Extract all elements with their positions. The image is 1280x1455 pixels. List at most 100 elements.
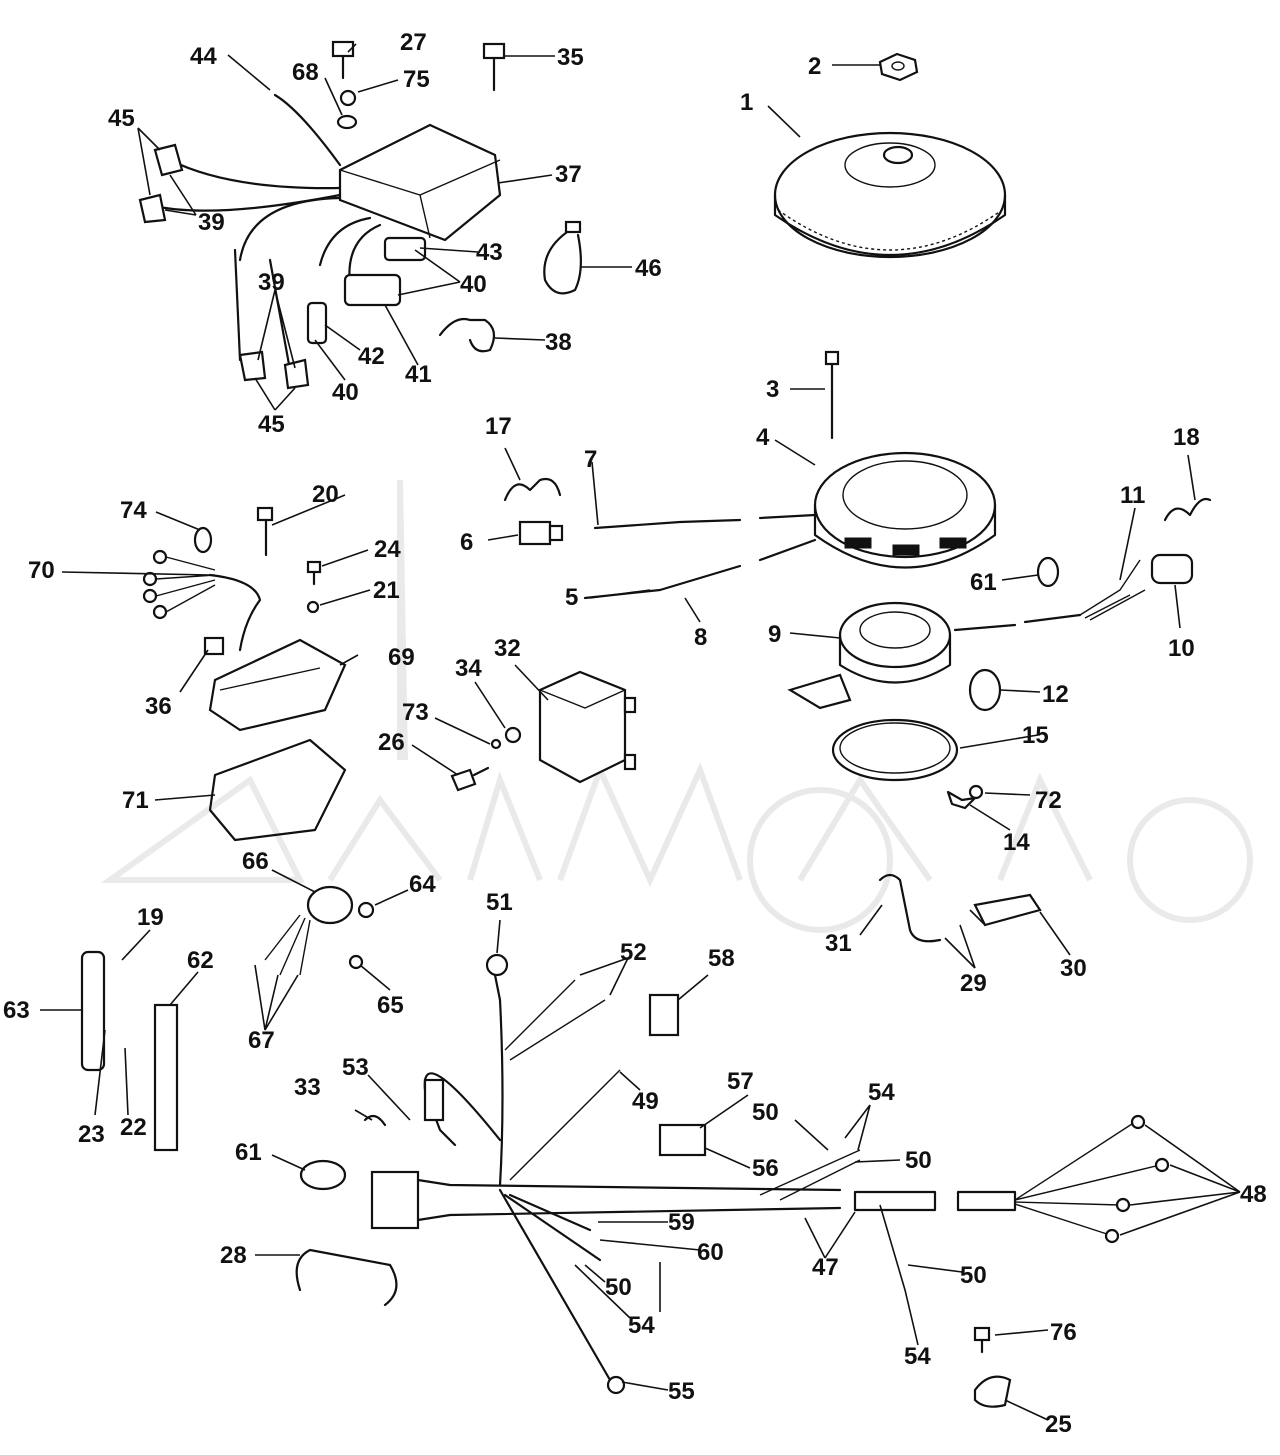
callout-30: 30	[1060, 955, 1087, 982]
callout-53: 53	[342, 1054, 369, 1081]
terminal-strip	[80, 950, 106, 1072]
watermark	[100, 479, 1253, 933]
callout-60: 60	[697, 1239, 724, 1266]
callout-63: 63	[3, 997, 30, 1024]
callout-49: 49	[632, 1088, 659, 1115]
callout-66: 66	[242, 848, 269, 875]
callout-11: 11	[1120, 482, 1145, 509]
callout-74: 74	[120, 497, 147, 524]
callout-41: 41	[405, 361, 432, 388]
callout-9: 9	[768, 621, 781, 648]
clip-12	[968, 668, 1002, 712]
callout-28: 28	[220, 1242, 247, 1269]
clip-33	[363, 1114, 387, 1127]
callout-39: 39	[198, 209, 225, 236]
callout-12: 12	[1042, 681, 1069, 708]
leader-lines	[40, 43, 1241, 1421]
callout-32: 32	[494, 635, 521, 662]
screw-76	[973, 1326, 991, 1354]
flywheel-nut	[878, 52, 919, 82]
callout-31: 31	[825, 930, 852, 957]
callout-40b: 40	[332, 379, 359, 406]
callout-2: 2	[808, 53, 821, 80]
callout-56: 56	[752, 1155, 779, 1182]
callout-39b: 39	[258, 269, 285, 296]
connector-43	[383, 236, 427, 262]
clamp-46-head	[564, 220, 582, 234]
callout-57: 57	[727, 1068, 754, 1095]
callout-46: 46	[635, 255, 662, 282]
callout-50b: 50	[905, 1147, 932, 1174]
callout-19: 19	[137, 904, 164, 931]
relay	[264, 885, 354, 976]
clip-17	[503, 477, 562, 502]
clip-61	[299, 1159, 347, 1191]
callout-27: 27	[400, 29, 427, 56]
washer-75	[339, 89, 357, 107]
fuse-holder	[423, 1078, 445, 1122]
flywheel	[773, 131, 1007, 259]
callout-45: 45	[108, 105, 135, 132]
callout-18: 18	[1173, 424, 1200, 451]
rectifier	[203, 636, 347, 732]
ring-51	[485, 953, 509, 977]
screw-20	[256, 506, 274, 557]
screw-35	[482, 42, 506, 92]
callout-68: 68	[292, 59, 319, 86]
callout-54b: 54	[628, 1312, 655, 1339]
clamp-46	[543, 228, 582, 295]
callout-34: 34	[455, 655, 482, 682]
callout-25: 25	[1045, 1411, 1072, 1438]
callout-labels: 1 2 3 4 5 6 7 8 9 10 11 12 14 15 17 18 1…	[3, 29, 1267, 1438]
callout-51: 51	[486, 889, 513, 916]
callout-40: 40	[460, 271, 487, 298]
clip-38	[438, 317, 496, 353]
washer-34	[504, 726, 522, 744]
clip-18	[1163, 497, 1212, 522]
boot-30	[973, 893, 1042, 927]
callout-62: 62	[187, 947, 214, 974]
rectifier-leads	[142, 549, 262, 652]
callout-38: 38	[545, 329, 572, 356]
callout-33: 33	[294, 1074, 321, 1101]
callout-44: 44	[190, 43, 217, 70]
callout-65: 65	[377, 992, 404, 1019]
screw-65	[348, 954, 364, 970]
stator-leads	[583, 513, 817, 600]
callout-76: 76	[1050, 1319, 1077, 1346]
callout-48: 48	[1240, 1181, 1267, 1208]
callout-58: 58	[708, 945, 735, 972]
pack-wires	[148, 93, 382, 372]
callout-50d: 50	[960, 1262, 987, 1289]
connector-41	[343, 273, 402, 307]
bracket-14	[946, 790, 977, 810]
callout-21: 21	[373, 577, 400, 604]
washer-21	[306, 600, 320, 614]
clamp-25	[973, 1375, 1012, 1408]
connector-6	[518, 520, 564, 546]
callout-5: 5	[565, 584, 578, 611]
retaining-ring	[831, 718, 959, 782]
washer-68	[336, 114, 358, 130]
washer-73	[490, 738, 502, 750]
callout-50c: 50	[605, 1274, 632, 1301]
screw-24	[306, 560, 322, 586]
callout-64: 64	[409, 871, 436, 898]
wire-harness	[370, 953, 1170, 1382]
callout-36: 36	[145, 693, 172, 720]
callout-35: 35	[557, 44, 584, 71]
timer-base	[787, 601, 1082, 710]
boot-31	[878, 873, 942, 943]
screw-26	[450, 766, 490, 792]
callout-14: 14	[1003, 829, 1030, 856]
callout-45b: 45	[258, 411, 285, 438]
callout-67: 67	[248, 1027, 275, 1054]
connector-42	[306, 301, 328, 345]
callout-4: 4	[756, 424, 770, 451]
callout-61b: 61	[235, 1139, 262, 1166]
terminal-55	[606, 1375, 626, 1395]
callout-26: 26	[378, 729, 405, 756]
callout-55: 55	[668, 1378, 695, 1405]
callout-6: 6	[460, 529, 473, 556]
